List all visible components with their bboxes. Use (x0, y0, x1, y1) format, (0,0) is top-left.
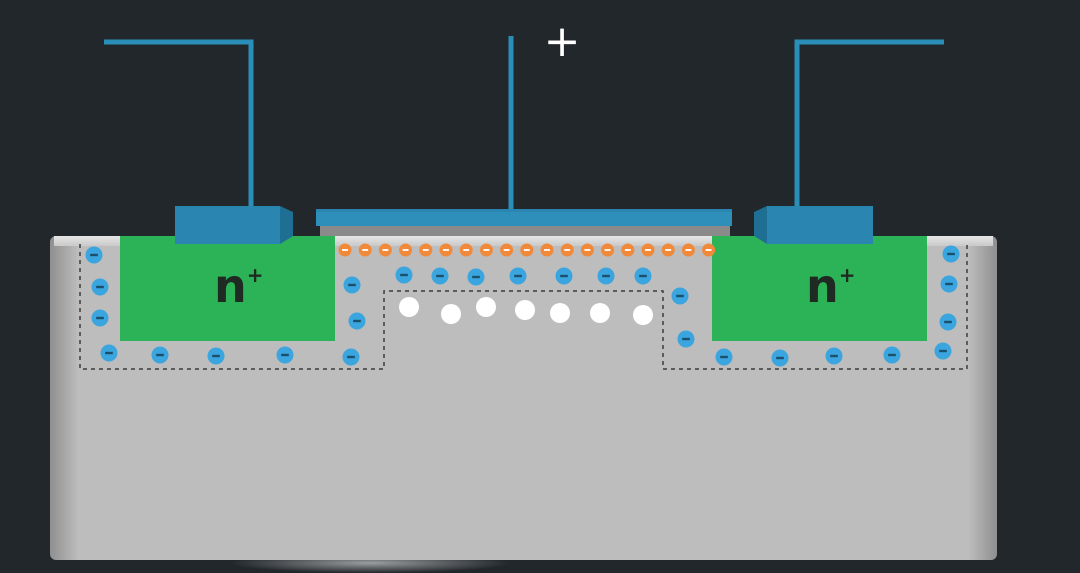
source-wire (104, 39, 254, 206)
depletion-negative-ions (85, 245, 960, 367)
channel-electron (520, 243, 534, 257)
hole (476, 297, 496, 317)
negative-ion (825, 347, 843, 365)
drain-n-region (712, 236, 927, 341)
source-contact (175, 206, 280, 244)
negative-ion (671, 287, 689, 305)
negative-ion (942, 245, 960, 263)
hole (515, 300, 535, 320)
negative-ion (343, 276, 361, 294)
channel-electron (681, 243, 695, 257)
source-contact-side (280, 206, 293, 244)
negative-ion (395, 266, 413, 284)
drain-contact-side (754, 206, 767, 244)
channel-electron (419, 243, 433, 257)
channel-electron (641, 243, 655, 257)
channel-electron (358, 243, 372, 257)
gate-oxide-layer (320, 224, 730, 236)
gate-metal-face (316, 212, 732, 226)
negative-ion (467, 268, 485, 286)
channel-electron (500, 243, 514, 257)
channel-electron (540, 243, 554, 257)
negative-ion (597, 267, 615, 285)
hole (399, 297, 419, 317)
negative-ion (342, 348, 360, 366)
channel-electron (378, 243, 392, 257)
inversion-channel-electrons (338, 243, 716, 257)
negative-ion (85, 246, 103, 264)
negative-ion (431, 267, 449, 285)
channel-electron (661, 243, 675, 257)
source-region-label: n+ (214, 259, 264, 313)
channel-electron (560, 243, 574, 257)
negative-ion (934, 342, 952, 360)
substrate-top-edge (54, 236, 993, 246)
channel-electron (399, 243, 413, 257)
negative-ion (677, 330, 695, 348)
negative-ion (276, 346, 294, 364)
negative-ion (939, 313, 957, 331)
negative-ion (100, 344, 118, 362)
channel-electron (338, 243, 352, 257)
source-n-region (120, 236, 335, 341)
negative-ion (509, 267, 527, 285)
negative-ion (715, 348, 733, 366)
channel-electron (702, 243, 716, 257)
substrate-holes (399, 297, 653, 325)
negative-ion (771, 349, 789, 367)
hole (590, 303, 610, 323)
negative-ion (940, 275, 958, 293)
negative-ion (348, 312, 366, 330)
channel-electron (439, 243, 453, 257)
channel-electron (459, 243, 473, 257)
negative-ion (207, 347, 225, 365)
negative-ion (91, 309, 109, 327)
hole (441, 304, 461, 324)
negative-ion (91, 278, 109, 296)
negative-ion (555, 267, 573, 285)
gate-positive-sign: + (544, 16, 581, 67)
negative-ion (634, 267, 652, 285)
hole (550, 303, 570, 323)
drain-contact (767, 206, 873, 244)
negative-ion (151, 346, 169, 364)
hole (633, 305, 653, 325)
negative-ion (883, 346, 901, 364)
drain-wire (794, 39, 944, 206)
channel-electron (621, 243, 635, 257)
channel-electron (601, 243, 615, 257)
channel-electron (580, 243, 594, 257)
drain-region-label: n+ (806, 259, 856, 313)
channel-electron (479, 243, 493, 257)
